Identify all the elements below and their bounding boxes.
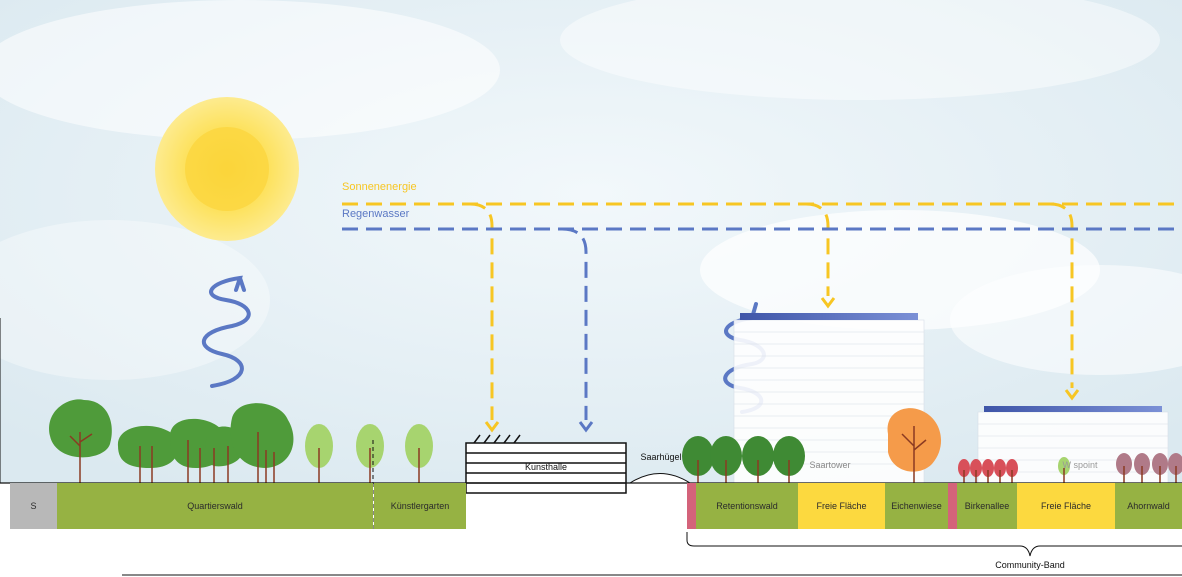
tree-icon	[117, 425, 178, 468]
cloud	[560, 0, 1160, 100]
ground-segment-birkenallee: Birkenallee	[957, 483, 1017, 529]
ground-segment-retentionswald: Retentionswald	[696, 483, 798, 529]
tree-icon	[710, 436, 742, 476]
tree-icon	[682, 436, 714, 476]
tree-icon	[994, 459, 1006, 477]
tree-icon	[1006, 459, 1018, 477]
ground-segment-kuenstlergarten: Künstlergarten	[374, 483, 466, 529]
sun-energy-label: Sonnenenergie	[342, 181, 417, 193]
solar-roof-hatch	[473, 434, 521, 444]
tree-icon	[958, 459, 970, 477]
tree-icon	[970, 459, 982, 477]
tree-icon-group	[49, 399, 1182, 477]
evaporation-spiral-icon	[201, 275, 251, 388]
ground-segment-s: S	[10, 483, 57, 529]
tree-icon	[405, 424, 433, 468]
waspoint-label: W spoint	[1062, 460, 1098, 470]
rain-water-flow	[342, 227, 1182, 420]
saarhuegel-mound	[629, 473, 691, 484]
tree-icon	[1152, 453, 1168, 475]
community-band-label: Community-Band	[995, 560, 1065, 570]
rain-arrow-head	[578, 421, 594, 433]
community-band-bracket	[686, 532, 1182, 557]
ground-segment-ahornwald: Ahornwald	[1115, 483, 1182, 529]
cloud	[950, 265, 1182, 375]
ground-segment-eichenwiese: Eichenwiese	[885, 483, 948, 529]
saartower-label: Saartower	[809, 460, 851, 470]
tree-icon	[1058, 457, 1070, 475]
tree-icon	[305, 424, 333, 468]
ground-segment-quartierswald: Quartierswald	[57, 483, 373, 529]
tree-icon	[49, 399, 112, 458]
rain-water-label: Regenwasser	[342, 208, 410, 220]
tree-icon	[1134, 453, 1150, 475]
red-band	[948, 483, 957, 529]
tree-icon	[773, 436, 805, 476]
saarhuegel-label: Saarhügel	[640, 452, 682, 462]
tree-icon	[982, 459, 994, 477]
tree-icon	[230, 403, 294, 468]
kunsthalle-label: Kunsthalle	[524, 462, 568, 472]
tree-icon	[1116, 453, 1132, 475]
tree-icon	[1168, 453, 1182, 475]
ground-segment-freie-flaeche: Freie Fläche	[1017, 483, 1115, 529]
ground-segment-freie-flaeche: Freie Fläche	[798, 483, 885, 529]
cloud	[0, 0, 500, 140]
sun-energy-flow	[342, 202, 1182, 420]
red-band	[687, 483, 696, 529]
tree-icon	[742, 436, 774, 476]
tree-icon	[356, 424, 384, 468]
sun-icon	[155, 97, 299, 241]
tree-trunks	[69, 426, 1177, 483]
sun-arrow-heads	[484, 297, 1080, 433]
